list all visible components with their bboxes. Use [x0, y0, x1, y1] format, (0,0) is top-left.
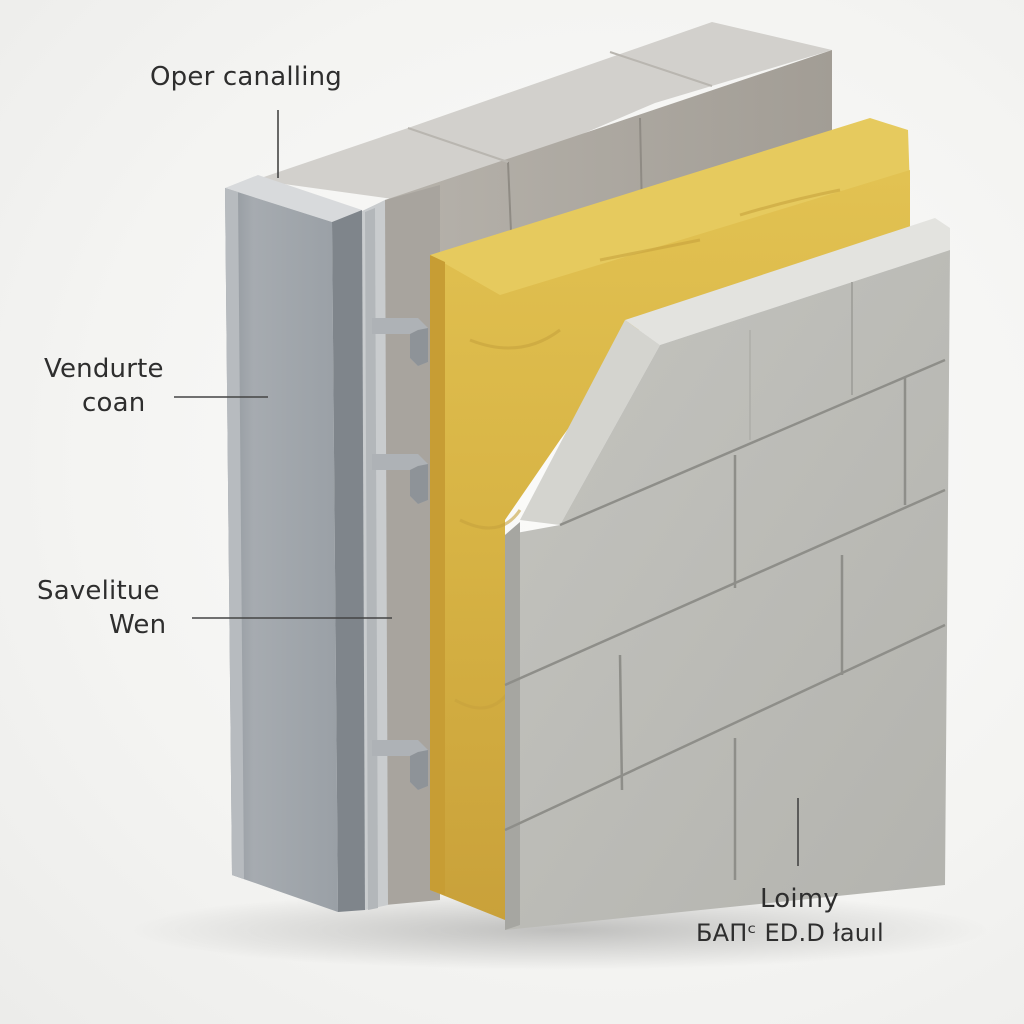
- mineral-wool-insulation: [430, 118, 910, 920]
- label-left-low: Savelitue Wen: [37, 574, 166, 642]
- label-top: Oper canalling: [150, 62, 343, 92]
- label-left-low-line1: Savelitue: [37, 576, 160, 606]
- fixing-clips: [372, 318, 428, 790]
- fixing-clip-2: [372, 454, 428, 504]
- brick-veneer: [504, 218, 950, 930]
- label-left-low-line2: Wen: [109, 610, 167, 640]
- label-bottom-right-line2: БАПᶜ ED.D łauıl: [696, 919, 884, 947]
- fixing-clip-3: [372, 740, 428, 790]
- vertical-rail: [360, 200, 388, 910]
- label-left-mid-line1: Vendurte: [44, 354, 164, 384]
- label-left-mid: Vendurte coan: [44, 352, 164, 420]
- exterior-board: [225, 175, 365, 912]
- label-bottom-right-line1: Loimy: [760, 884, 839, 914]
- label-left-mid-line2: coan: [82, 388, 146, 418]
- leader-lines: [174, 110, 799, 866]
- label-bottom-right: Loimy БАПᶜ ED.D łauıl: [696, 882, 884, 950]
- fixing-clip-1: [372, 318, 428, 366]
